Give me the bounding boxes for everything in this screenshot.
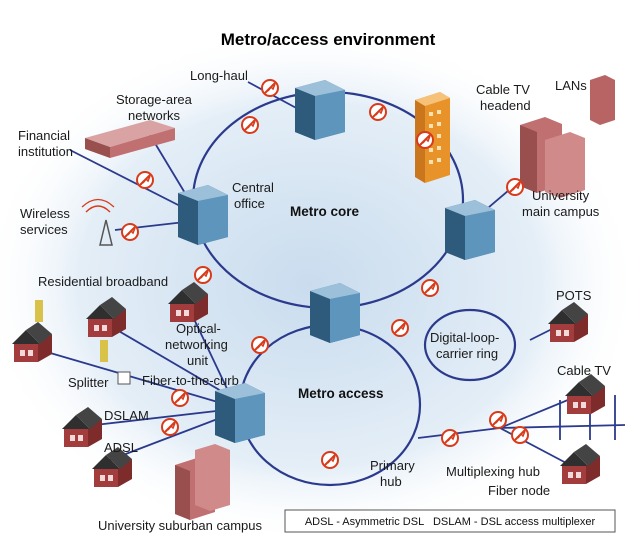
central-office-building (178, 185, 228, 245)
label-lans: LANs (555, 78, 587, 93)
label-residential: Residential broadband (38, 274, 168, 289)
label-central-2: office (234, 196, 265, 211)
node-mux (441, 429, 459, 447)
node-core-1 (241, 116, 259, 134)
splitter-box (117, 371, 131, 385)
label-wireless-2: services (20, 222, 68, 237)
label-univ-main-2: main campus (522, 204, 600, 219)
house-fiber-node (560, 444, 600, 484)
wireless-tower-icon (81, 198, 115, 246)
node-access-1 (251, 336, 269, 354)
core-east-building (445, 200, 495, 260)
node-fttc (171, 389, 189, 407)
label-storage-2: networks (128, 108, 181, 123)
node-core-5 (421, 279, 439, 297)
label-cable-headend-2: headend (480, 98, 531, 113)
label-univ-main-1: University (532, 188, 590, 203)
financial-institution-building (85, 120, 175, 158)
label-dlc-1: Digital-loop- (430, 330, 499, 345)
label-cable-tv: Cable TV (557, 363, 611, 378)
university-suburban-campus (175, 444, 230, 520)
label-onu-2: networking (165, 337, 228, 352)
background-glow (0, 25, 640, 545)
label-dlc-2: carrier ring (436, 346, 498, 361)
label-central-1: Central (232, 180, 274, 195)
label-adsl: ADSL (104, 440, 138, 455)
label-primary-2: hub (380, 474, 402, 489)
node-wireless (121, 223, 139, 241)
node-fiber-2 (511, 426, 529, 444)
digital-loop-carrier-ring (423, 308, 517, 382)
node-fiber-1 (489, 411, 507, 429)
node-access-3 (321, 451, 339, 469)
label-dslam: DSLAM (104, 408, 149, 423)
access-west-building (215, 383, 265, 443)
node-dslam (161, 418, 179, 436)
legend-text: ADSL - Asymmetric DSL DSLAM - DSL access… (305, 516, 596, 528)
label-onu-3: unit (187, 353, 208, 368)
label-storage-1: Storage-area (116, 92, 193, 107)
label-fiber-node: Fiber node (488, 483, 550, 498)
label-long-haul: Long-haul (190, 68, 248, 83)
label-splitter: Splitter (68, 375, 109, 390)
node-core-3 (416, 131, 434, 149)
node-core-4 (194, 266, 212, 284)
broadband-posts (35, 300, 108, 362)
label-onu-1: Optical- (176, 321, 221, 336)
label-metro-access: Metro access (298, 386, 384, 401)
node-storage (136, 171, 154, 189)
label-financial-2: institution (18, 144, 73, 159)
label-metro-core: Metro core (290, 204, 360, 219)
label-wireless-1: Wireless (20, 206, 70, 221)
node-lans (506, 178, 524, 196)
university-main-campus (520, 75, 615, 198)
legend-box (284, 509, 616, 533)
label-primary-1: Primary (370, 458, 415, 473)
diagram-title: Metro/access environment (221, 30, 436, 49)
label-financial-1: Financial (18, 128, 70, 143)
label-univ-sub: University suburban campus (98, 518, 263, 533)
primary-hub-building (310, 283, 360, 343)
node-core-2 (369, 103, 387, 121)
label-cable-headend-1: Cable TV (476, 82, 530, 97)
node-long-haul (261, 79, 279, 97)
label-fttc: Fiber-to-the-curb (142, 373, 239, 388)
long-haul-building (295, 80, 345, 140)
label-mux-hub: Multiplexing hub (446, 464, 540, 479)
node-access-2 (391, 319, 409, 337)
label-pots: POTS (556, 288, 592, 303)
